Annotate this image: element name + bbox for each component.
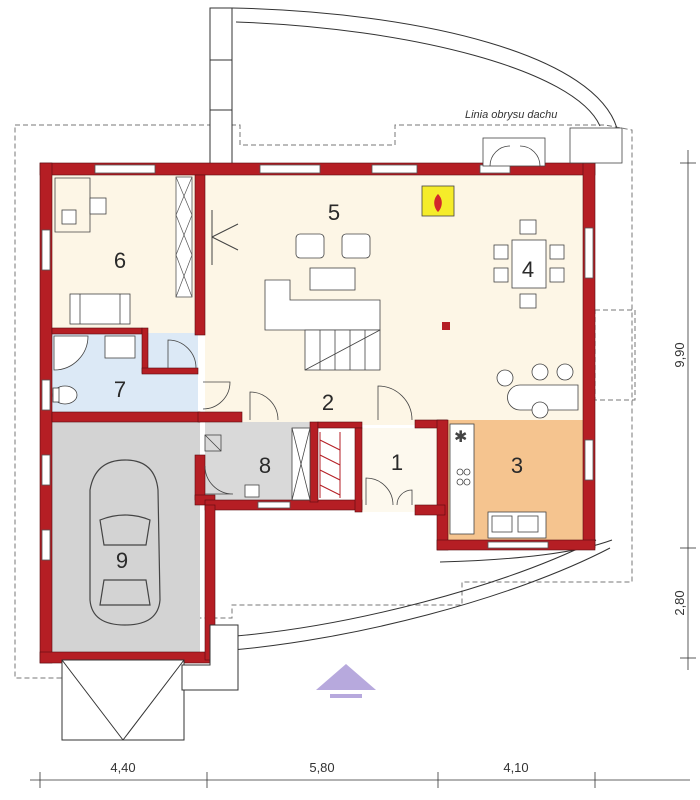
terrace-arcs [231,7,619,651]
wardrobe [175,176,193,298]
roof-outline-label: Linia obrysu dachu [465,109,557,121]
dimension-right-1: 9,90 [672,342,687,367]
car-icon [89,459,161,626]
windows [41,164,594,561]
entrance-arrow-icon [316,664,376,698]
doors [167,339,413,506]
room-number-8: 8 [259,453,271,478]
room-number-2: 2 [322,390,334,415]
room-1-floor [362,428,442,512]
corner-pillar [569,127,623,164]
dimension-lines-bottom [30,772,690,788]
room-number-7: 7 [114,377,126,402]
room-number-5: 5 [328,200,340,225]
dining-table [493,219,565,309]
garage-entry [61,624,239,741]
dimension-bottom-3: 4,10 [503,760,528,775]
bedroom-furniture [54,177,131,325]
terrace-door [482,137,546,167]
room-number-9: 9 [116,548,128,573]
tv-icon [211,210,239,265]
column [442,322,450,330]
dimension-bottom-1: 4,40 [110,760,135,775]
kitchen-units [449,423,547,539]
dimension-right-2: 2,80 [672,590,687,615]
dimension-lines-right [680,150,696,670]
fireplace [421,185,455,217]
room-number-3: 3 [511,453,523,478]
bathroom-fixtures [52,335,136,405]
stair-storage [319,432,341,498]
room-number-1: 1 [391,450,403,475]
fridge-icon: ✱ [454,429,467,446]
room-9-floor [52,422,200,652]
room-number-6: 6 [114,248,126,273]
living-furniture [264,233,381,371]
utility-fixtures [204,427,311,501]
bar-counter [496,363,579,419]
pergola-post [209,7,233,167]
dimension-bottom-2: 5,80 [309,760,334,775]
room-number-4: 4 [522,257,534,282]
